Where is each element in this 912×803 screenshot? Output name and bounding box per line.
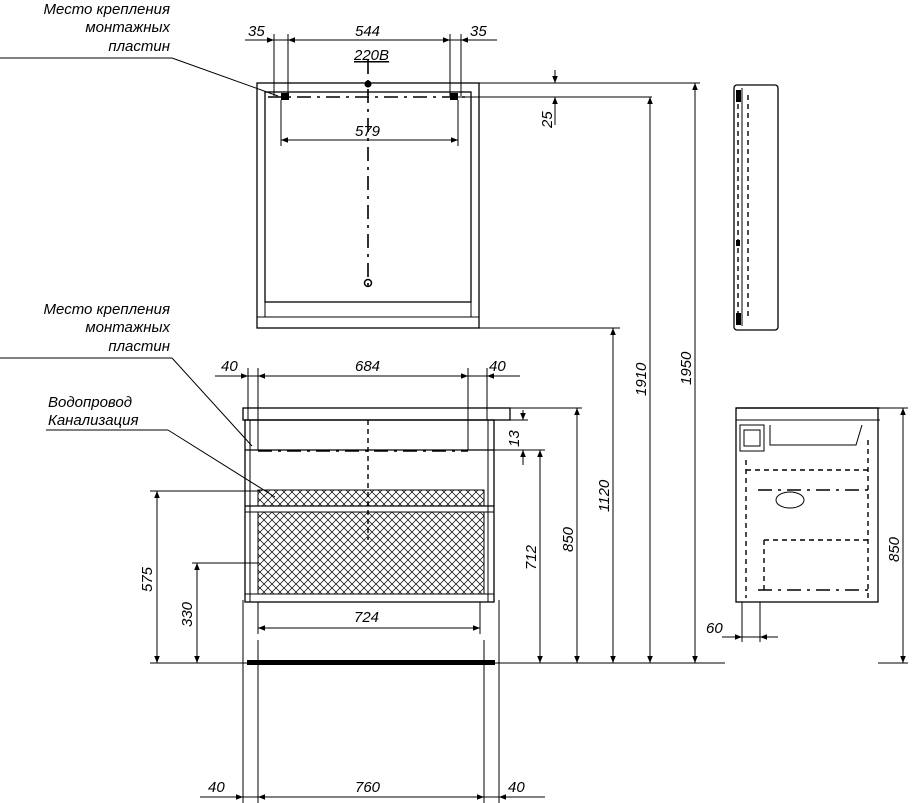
drain-label: Канализация — [48, 412, 139, 429]
mirror-mount-leader — [0, 57, 279, 97]
cabinet-drawer-width-dim — [257, 602, 481, 634]
cabinet-front — [242, 407, 511, 665]
dim-height-mirror-low: 1120 — [596, 479, 613, 512]
dim-cab-plate-span: 684 — [355, 358, 380, 375]
dim-cab-bottom-right-offset: 40 — [508, 779, 525, 796]
cabinet-mount-label-1: Место крепления — [44, 301, 170, 318]
dim-mirror-left-offset: 35 — [248, 23, 265, 40]
cabinet-mount-label-2: монтажных — [85, 319, 170, 336]
dim-cab-total-width: 760 — [355, 779, 381, 796]
dim-mirror-top-offset: 25 — [539, 111, 556, 129]
mirror-mount-label-2: монтажных — [85, 19, 170, 36]
dim-cab-right-offset: 40 — [489, 358, 506, 375]
dim-height-drain: 330 — [179, 601, 196, 627]
cabinet-side-view — [722, 407, 908, 664]
mirror-side-view — [733, 84, 779, 331]
mirror-mount-label-3: пластин — [108, 38, 170, 55]
cabinet-bottom-dimensions — [200, 600, 545, 803]
dim-height-water: 575 — [139, 566, 156, 592]
dim-side-offset: 60 — [706, 620, 723, 637]
dim-mirror-inner-width: 579 — [355, 123, 381, 140]
dim-mirror-right-offset: 35 — [470, 23, 487, 40]
dim-height-plate: 712 — [523, 544, 540, 570]
dim-cab-drawer-width: 724 — [354, 609, 379, 626]
dim-mirror-plate-span: 544 — [355, 23, 380, 40]
cabinet-mount-label-3: пластин — [108, 338, 170, 355]
water-label: Водопровод — [48, 394, 132, 411]
dim-cab-bottom-left-offset: 40 — [208, 779, 225, 796]
left-height-dimensions — [150, 490, 620, 664]
mirror-top-dimensions — [245, 34, 497, 146]
dim-height-mirror-top: 1950 — [678, 351, 695, 385]
dim-cab-top-gap: 13 — [506, 430, 523, 447]
dim-side-height: 850 — [886, 536, 903, 562]
cabinet-mount-leader — [0, 357, 253, 447]
mirror-front — [256, 60, 480, 329]
dim-height-mirror-plate: 1910 — [633, 362, 650, 396]
water-drain-leader — [46, 429, 276, 498]
cabinet-top-dimensions — [215, 368, 520, 450]
dim-cab-left-offset: 40 — [221, 358, 238, 375]
mirror-mount-label-1: Место крепления — [44, 1, 170, 18]
right-height-dimensions — [468, 82, 725, 664]
dim-height-cabinet: 850 — [560, 526, 577, 552]
power-label: 220В — [353, 47, 389, 64]
